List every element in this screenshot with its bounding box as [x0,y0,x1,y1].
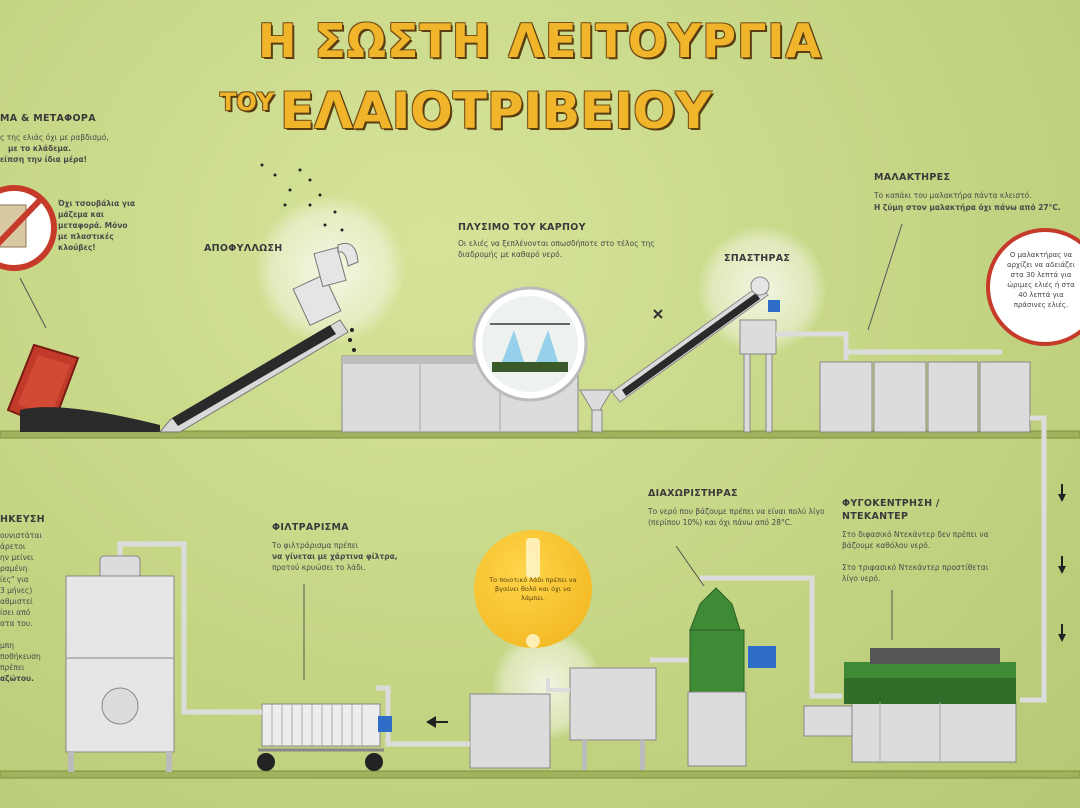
separator [675,545,842,767]
storage-line: αθμιστεί [0,597,33,606]
storage-line: αζώτου. [0,674,34,683]
storage-line: ποθήκευση [0,652,41,661]
storage-line: ίες" για [0,575,29,584]
harvest-text-3: είπση την ίδια μέρα! [0,155,88,164]
oil-quality-note: Το ποιοτικό λάδι πρέπει να βγαίνει θολό … [474,530,592,648]
filtering-text-3: προτού κρυώσει το λάδι. [272,563,366,572]
filtering-label: ΦΙΛΤΡΑΡΙΣΜΑ [272,522,349,533]
separator-text: Το νερό που βάζουμε πρέπει να είναι πολύ… [648,507,825,527]
crusher-label: ΣΠΑΣΤΗΡΑΣ [724,253,791,264]
storage-line: πρέπει [0,663,25,672]
filter-press [257,584,470,771]
malaxers [819,349,1047,703]
storage-text: ουνιστάται άρετοι ην μείνει ραμένη ίες" … [0,530,60,684]
decanter-label-1: ΦΥΓΟΚΕΝΤΡΗΣΗ / [842,498,940,509]
sacks-warning-text: Όχι τσουβάλια για μάζεμα και μεταφορά. Μ… [58,199,136,252]
settling-tanks [469,657,688,770]
harvest-text-2: με το κλάδεμα. [8,144,71,153]
storage-line: ραμένη [0,564,28,573]
malaxers-text-2: Η ζύμη στον μαλακτήρα όχι πάνω από 27°C. [874,203,1061,212]
storage-line: ουνιστάται [0,531,42,540]
storage-line-gap [0,629,60,640]
storage-line: ην μείνει [0,553,34,562]
washing-label: ΠΛΥΣΙΜΟ ΤΟΥ ΚΑΡΠΟΥ [458,222,586,233]
deleafing-label: ΑΠΟΦΥΛΛΩΣΗ [204,243,283,254]
storage-tank [65,541,262,772]
flow-arrows [1058,484,1066,642]
decanter-text-1: Στο διφασικό Ντεκάντερ δεν πρέπει να βάζ… [842,530,989,550]
poster-title-line-1: Η ΣΩΣΤΗ ΛΕΙΤΟΥΡΓΙΑ [257,14,823,68]
storage-line: ίσει από [0,608,31,617]
malaxers-label: ΜΑΛΑΚΤΗΡΕΣ [874,172,951,183]
filtering-text-2: να γίνεται με χάρτινα φίλτρα, [272,552,398,561]
decanter [803,648,1017,763]
plastic-crate-icon [6,343,160,432]
poster-title-word: ΕΛΑΙΟΤΡΙΒΕΙΟΥ [280,82,712,140]
harvest-text-1: ς της ελιάς όχι με ραβδισμό, [0,133,109,142]
storage-line: 3 μήνες) [0,586,33,595]
exclamation-icon [526,538,540,648]
malaxer-warning-text: Ο μαλακτήρας να αρχίζει να αδειάζει στα … [1006,251,1076,309]
malaxer-warning-circle: Ο μαλακτήρας να αρχίζει να αδειάζει στα … [986,228,1080,346]
oil-quality-text: Το ποιοτικό λάδι πρέπει να βγαίνει θολό … [489,576,577,602]
separator-label: ΔΙΑΧΩΡΙΣΤΗΡΑΣ [648,488,738,499]
no-sacks-icon [0,185,57,329]
storage-line: μπη [0,641,15,650]
poster-title-article: ΤΟΥ [220,88,275,116]
decanter-label-2: ΝΤΕΚΑΝΤΕΡ [842,511,909,522]
deleafing-conveyor [158,163,359,433]
storage-line: άρετοι [0,542,26,551]
malaxers-text-1: Το καπάκι του μαλακτήρα πάντα κλειστό. [874,191,1032,200]
crusher-conveyor [579,276,849,433]
storage-label: ΗΚΕΥΣΗ [0,514,45,525]
decanter-text-2: Στο τριφασικό Ντεκάντερ προστίθεται λίγο… [842,563,989,583]
storage-line: ατα του. [0,619,33,628]
washing-text: Οι ελιές να ξεπλένονται οπωσδήποτε στο τ… [458,239,655,259]
filtering-text-1: Το φιλτράρισμα πρέπει [272,541,359,550]
harvest-label: ΜΑ & ΜΕΤΑΦΟΡΑ [0,113,96,124]
washing-tank [341,286,588,433]
